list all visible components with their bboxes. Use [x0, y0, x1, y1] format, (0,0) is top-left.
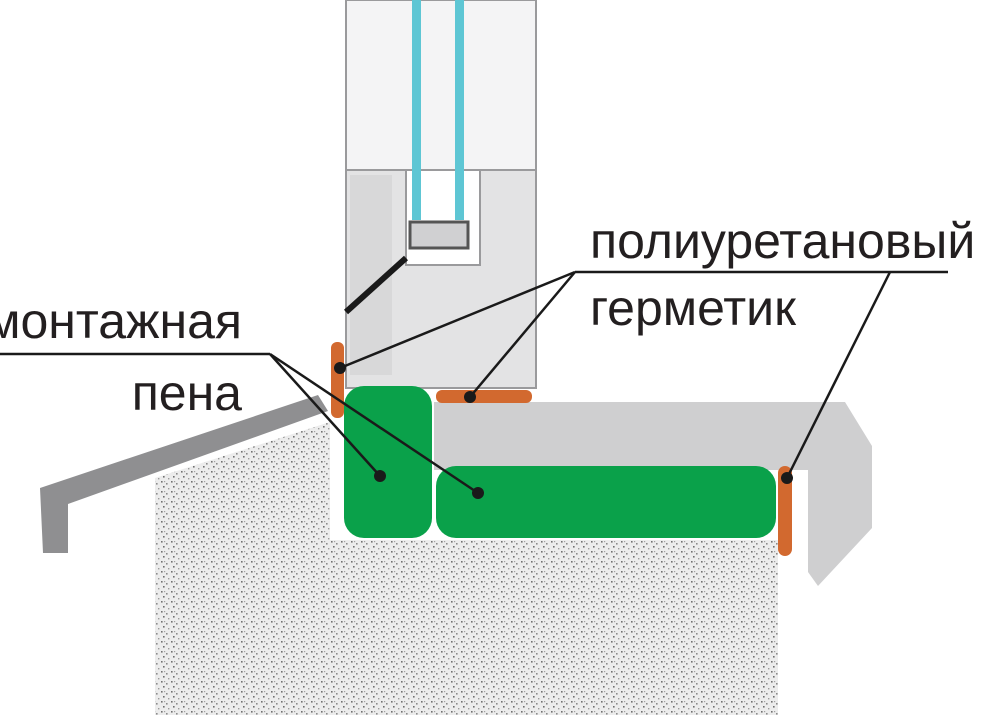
- window-frame: [343, 0, 537, 389]
- foam-leaders: [0, 352, 479, 495]
- outer-drip-flashing: [40, 395, 328, 553]
- glass-pane-outer: [412, 0, 421, 220]
- foam-pointer-right: [472, 487, 484, 499]
- mounting-foam-block-right: [436, 466, 776, 538]
- sealant-leaders: [339, 270, 948, 479]
- foam-pointer-left: [374, 470, 386, 482]
- foam-label-line2: пена: [132, 365, 242, 421]
- foam-label-line1: монтажная: [0, 293, 242, 349]
- mounting-foam-block-left: [344, 386, 432, 538]
- glass-pane-inner: [455, 0, 464, 220]
- glazing-bead-seal: [343, 255, 409, 315]
- glass-spacer: [408, 220, 470, 250]
- sealant-bead-right: [778, 466, 792, 556]
- window-sill-board: [434, 402, 872, 586]
- wall-concrete: [155, 422, 778, 715]
- sealant-pointer-outer: [334, 362, 346, 374]
- sealant-pointer-top: [464, 391, 476, 403]
- sealant-bead-top: [436, 390, 532, 403]
- sealant-label-line2: герметик: [590, 280, 797, 336]
- sealant-pointer-right: [781, 472, 793, 484]
- sealant-label-line1: полиуретановый: [590, 213, 975, 269]
- sealant-bead-outer: [331, 342, 344, 418]
